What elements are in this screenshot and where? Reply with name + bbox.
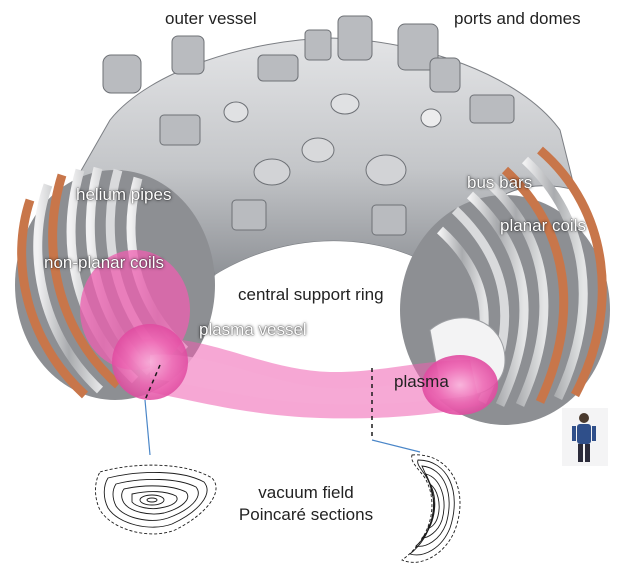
label-bus-bars: bus bars [467,173,532,193]
person-scale-figure [562,408,608,466]
label-central-support-ring: central support ring [238,285,384,305]
poincare-section-left [96,465,217,534]
poincare-section-right [402,455,460,563]
label-plasma-vessel: plasma vessel [199,320,307,340]
label-helium-pipes: helium pipes [76,185,171,205]
label-poincare-sections: Poincaré sections [226,505,386,525]
label-outer-vessel: outer vessel [165,9,257,29]
label-non-planar-coils: non-planar coils [44,253,164,273]
label-ports-and-domes: ports and domes [454,9,581,29]
label-planar-coils: planar coils [500,216,586,236]
label-vacuum-field: vacuum field [226,483,386,503]
label-plasma: plasma [394,372,449,392]
